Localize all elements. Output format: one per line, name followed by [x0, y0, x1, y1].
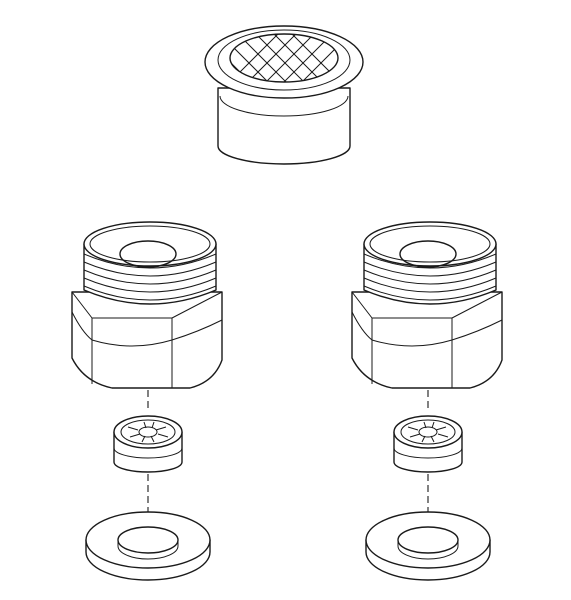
valve-vanes [127, 421, 169, 443]
mesh-screen [230, 34, 338, 82]
thread-lines [83, 253, 217, 301]
valve-vanes [407, 421, 449, 443]
flat-washer-left [85, 511, 211, 581]
threaded-hex-adapter-right [351, 221, 503, 389]
check-valve-cartridge-right [393, 415, 463, 473]
check-valve-cartridge-left [113, 415, 183, 473]
threaded-hex-adapter-left [71, 221, 223, 389]
thread-lines [363, 253, 497, 301]
flat-washer-right [365, 511, 491, 581]
aerator-insert [204, 25, 364, 165]
